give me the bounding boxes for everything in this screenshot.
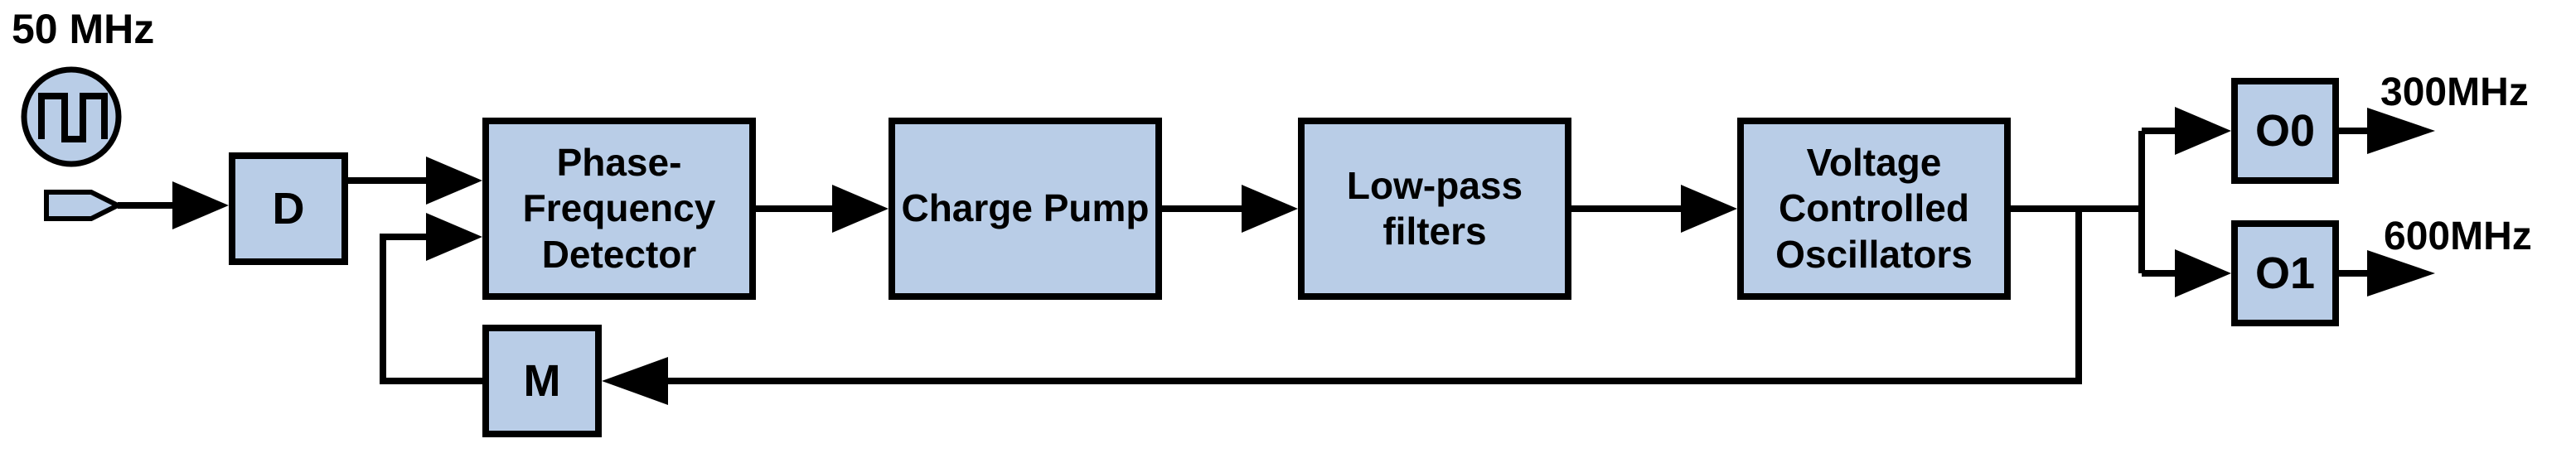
input-divider-block: D	[229, 152, 348, 265]
square-wave-glyph	[38, 93, 108, 142]
output1-frequency-label: 600MHz	[2384, 215, 2532, 258]
arrowhead-into-o0	[2175, 107, 2231, 155]
low-pass-filters-block: Low-pass filters	[1298, 118, 1571, 300]
arrowhead-into-feedback-divider	[602, 357, 668, 405]
output0-block: O0	[2231, 78, 2339, 184]
arrowhead-into-divider	[172, 181, 229, 229]
output0-frequency-label: 300MHz	[2380, 70, 2529, 114]
arrowhead-into-vco	[1681, 185, 1737, 233]
feedback-divider-block: M	[482, 325, 602, 437]
clock-source-icon	[21, 66, 122, 167]
wire-feedback-to-pfd	[380, 234, 482, 384]
arrowhead-into-o1	[2175, 249, 2231, 297]
input-frequency-label: 50 MHz	[12, 6, 155, 52]
vco-block: Voltage Controlled Oscillators	[1737, 118, 2011, 300]
arrowhead-pfd-lower-input	[426, 213, 482, 261]
arrowhead-o0-final-output	[2367, 108, 2435, 154]
arrowhead-o1-final-output	[2367, 250, 2435, 296]
input-stub-icon	[44, 190, 123, 221]
arrowhead-into-lowpass	[1242, 185, 1298, 233]
pfd-block: Phase- Frequency Detector	[482, 118, 756, 300]
charge-pump-block: Charge Pump	[889, 118, 1162, 300]
wire-feedback-tap	[665, 209, 2082, 384]
output1-block: O1	[2231, 220, 2339, 326]
arrowhead-into-chargepump	[832, 185, 889, 233]
arrowhead-pfd-upper-input	[426, 157, 482, 205]
